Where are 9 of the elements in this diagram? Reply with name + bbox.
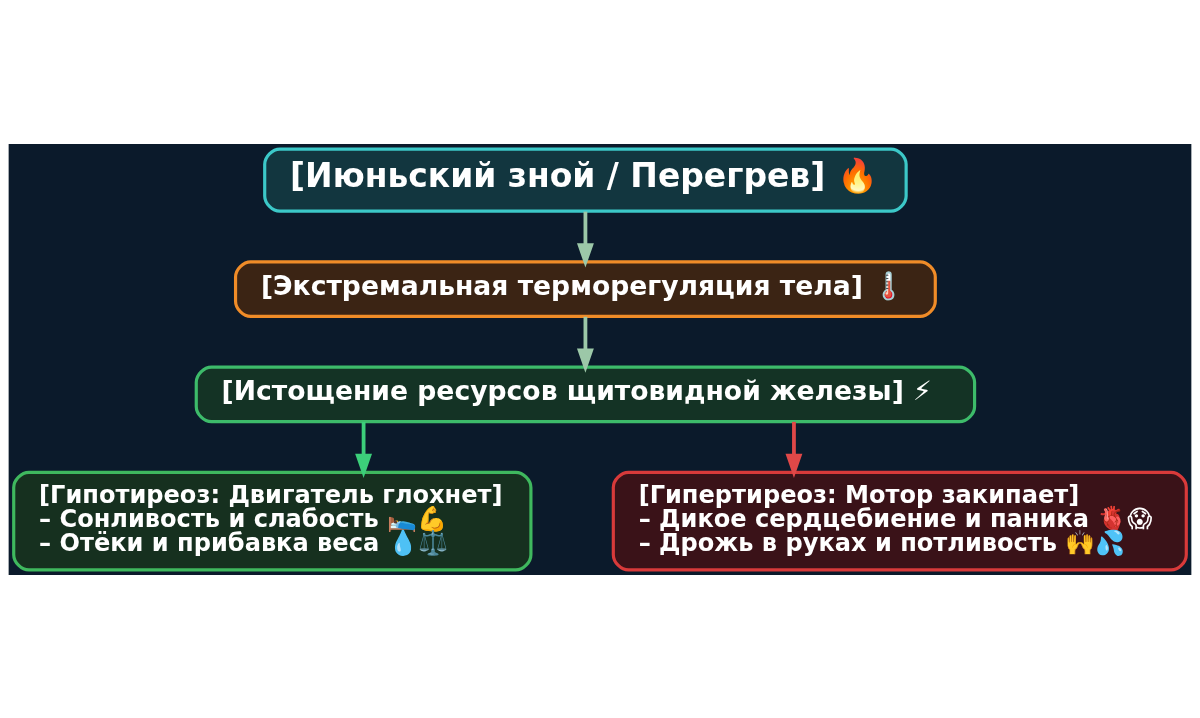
arrow (355, 421, 373, 478)
node-box: [Июньский зной / Перегрев] 🔥 (263, 147, 908, 213)
node-box: [Истощение ресурсов щитовидной железы] ⚡ (194, 365, 977, 423)
arrow (785, 421, 803, 478)
arrow (576, 211, 594, 267)
arrow (576, 316, 594, 373)
node-box: [Гипотиреоз: Двигатель глохнет] – Сонливость и слабость 🛌💪 – Отёки и прибавка веса 💧⚖ (12, 470, 533, 571)
node-box: [Экстремальная терморегуляция тела] 🌡 (233, 259, 937, 318)
node-box: [Гипертиреоз: Мотор закипает] – Дикое сердцебиение и паника 🫀😱 – Дрожь в руках и потливость 🙌💦 (611, 470, 1188, 571)
